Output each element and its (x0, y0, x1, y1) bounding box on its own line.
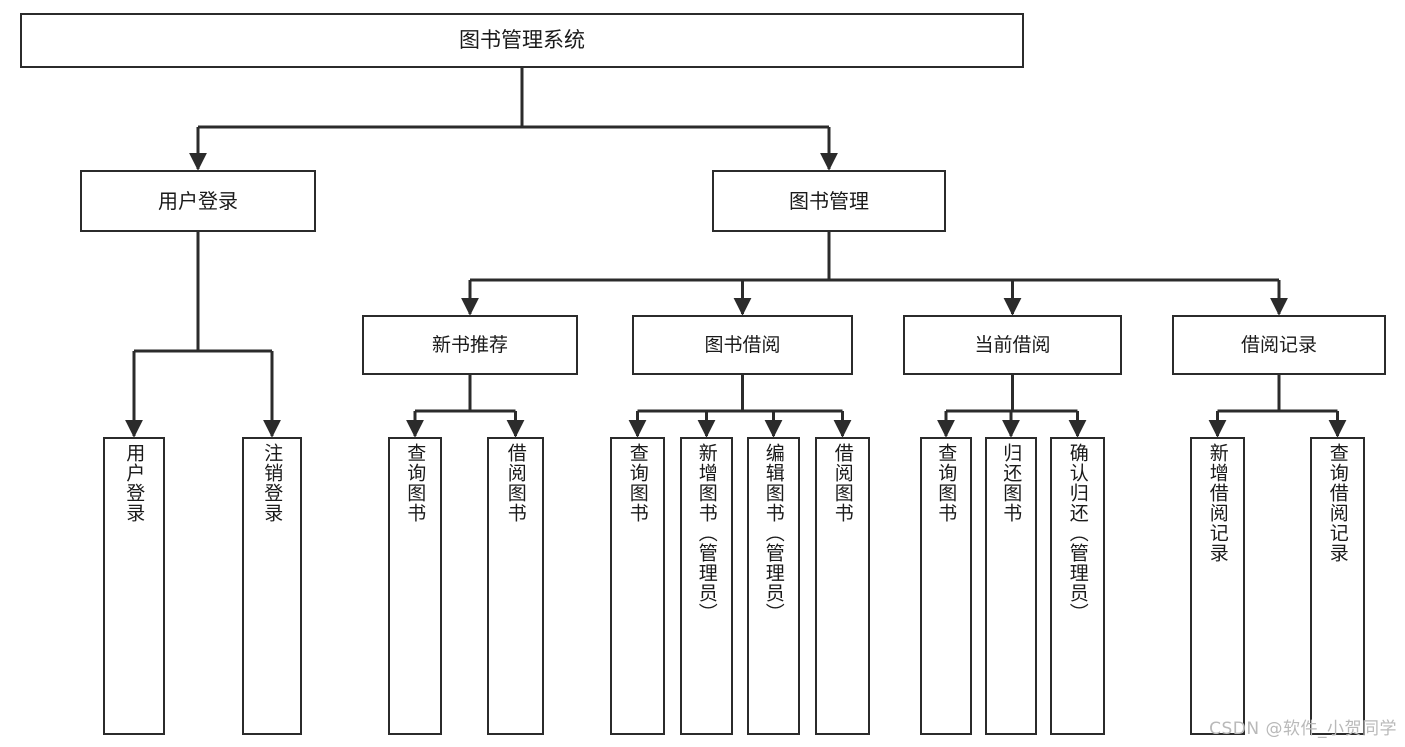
node-leaf-query-book-3-label: 查询图书 (935, 443, 958, 523)
node-leaf-query-record-label: 查询借阅记录 (1326, 443, 1349, 563)
node-leaf-borrow-book-1-label: 借阅图书 (504, 443, 527, 523)
node-user-login[interactable]: 用户登录 (80, 170, 316, 232)
node-current-borrow[interactable]: 当前借阅 (903, 315, 1122, 375)
node-leaf-confirm-return-label: 确认归还（管理员） (1066, 443, 1089, 623)
node-leaf-confirm-return[interactable]: 确认归还（管理员） (1050, 437, 1105, 735)
node-book-management-label: 图书管理 (789, 189, 869, 213)
node-new-book-recommend-label: 新书推荐 (431, 333, 508, 356)
node-leaf-query-record[interactable]: 查询借阅记录 (1310, 437, 1365, 735)
node-leaf-add-record-label: 新增借阅记录 (1206, 443, 1229, 563)
node-leaf-return-book-label: 归还图书 (1000, 443, 1023, 523)
node-leaf-query-book-3[interactable]: 查询图书 (920, 437, 972, 735)
node-leaf-edit-book-label: 编辑图书（管理员） (762, 443, 785, 623)
node-leaf-borrow-book-1[interactable]: 借阅图书 (487, 437, 544, 735)
node-borrow-record[interactable]: 借阅记录 (1172, 315, 1386, 375)
node-leaf-query-book-2-label: 查询图书 (626, 443, 649, 523)
node-leaf-query-book-2[interactable]: 查询图书 (610, 437, 665, 735)
node-leaf-query-book-1[interactable]: 查询图书 (388, 437, 442, 735)
node-user-login-label: 用户登录 (158, 189, 238, 213)
node-leaf-borrow-book-2[interactable]: 借阅图书 (815, 437, 870, 735)
node-root[interactable]: 图书管理系统 (20, 13, 1024, 68)
node-book-borrow-label: 图书借阅 (704, 333, 781, 356)
node-root-label: 图书管理系统 (459, 27, 585, 52)
node-leaf-borrow-book-2-label: 借阅图书 (831, 443, 854, 523)
node-book-management[interactable]: 图书管理 (712, 170, 946, 232)
node-leaf-return-book[interactable]: 归还图书 (985, 437, 1037, 735)
node-current-borrow-label: 当前借阅 (974, 333, 1051, 356)
node-leaf-user-login-label: 用户登录 (123, 443, 146, 523)
node-borrow-record-label: 借阅记录 (1240, 333, 1317, 356)
watermark-text: CSDN @软件_小贺同学 (1209, 719, 1397, 739)
node-leaf-user-login[interactable]: 用户登录 (103, 437, 165, 735)
node-leaf-edit-book[interactable]: 编辑图书（管理员） (747, 437, 800, 735)
node-leaf-add-book-label: 新增图书（管理员） (695, 443, 718, 623)
node-leaf-logout-label: 注销登录 (261, 443, 284, 523)
node-book-borrow[interactable]: 图书借阅 (632, 315, 853, 375)
node-leaf-add-record[interactable]: 新增借阅记录 (1190, 437, 1245, 735)
node-leaf-query-book-1-label: 查询图书 (404, 443, 427, 523)
node-new-book-recommend[interactable]: 新书推荐 (362, 315, 578, 375)
node-leaf-add-book[interactable]: 新增图书（管理员） (680, 437, 733, 735)
node-leaf-logout[interactable]: 注销登录 (242, 437, 302, 735)
